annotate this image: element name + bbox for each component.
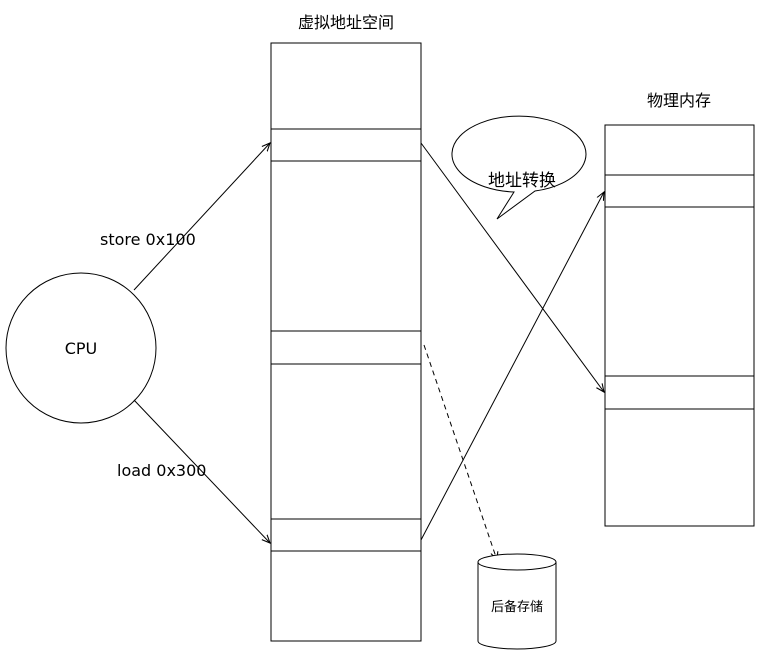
cpu-label: CPU (65, 339, 98, 358)
backing-storage: 后备存储 (477, 553, 557, 650)
storage-label: 后备存储 (491, 599, 543, 615)
load-label: load 0x300 (117, 461, 206, 480)
virtual-space-box (270, 42, 422, 642)
storage-cylinder-top (477, 553, 557, 571)
physical-memory-title: 物理内存 (647, 91, 711, 110)
virtual-space-title: 虚拟地址空间 (298, 13, 394, 32)
store-label: store 0x100 (100, 230, 196, 249)
swap-arrow (423, 344, 497, 560)
physical-memory-box (604, 124, 755, 527)
address-translation-callout: 地址转换 (451, 115, 587, 220)
callout-bubble (451, 115, 587, 220)
physical-memory: 物理内存 (604, 91, 755, 527)
callout-text: 地址转换 (488, 171, 556, 191)
load-arrow (133, 399, 270, 543)
cpu-node: CPU (5, 272, 157, 424)
storage-cylinder-body (477, 562, 557, 650)
cpu-circle (5, 272, 157, 424)
mapping-arrow-store (420, 142, 604, 392)
mapping-arrow-load (420, 192, 604, 541)
virtual-address-space: 虚拟地址空间 (270, 13, 422, 642)
store-arrow (133, 143, 270, 291)
